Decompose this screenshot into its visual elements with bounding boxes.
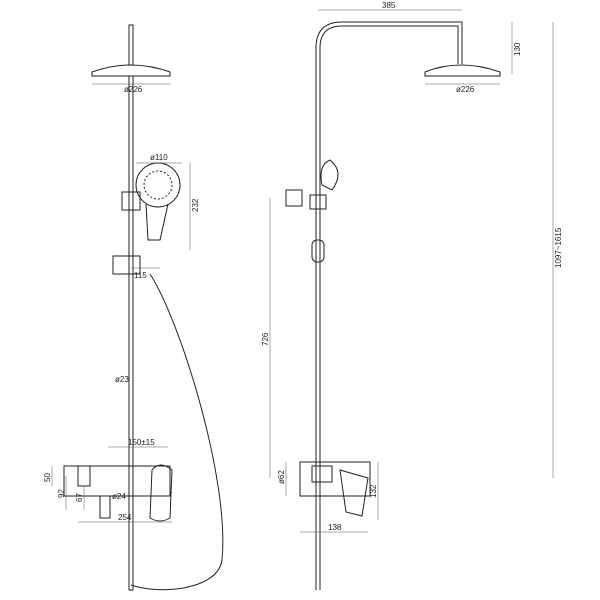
mixer-outlet: [99, 495, 111, 519]
rain-shower-head: [91, 64, 171, 77]
dim-inlet-spacing: 150±15: [128, 438, 155, 447]
side-mixer-outlet: [311, 465, 333, 483]
mixer-body: [63, 465, 171, 497]
dim-hand-shower-diameter: ø110: [150, 153, 168, 162]
mixer-inlet: [77, 465, 91, 487]
shower-hose: [130, 273, 224, 591]
slider-bracket: [121, 191, 141, 211]
dim-holder-offset: 115: [134, 271, 147, 280]
dim-mixer-projection: 138: [328, 523, 342, 532]
dim-side-head-diameter: ø226: [456, 85, 475, 94]
side-slider-bracket: [309, 194, 327, 210]
dim-head-drop: 130: [513, 42, 522, 56]
dim-total-height: 1097~1615: [554, 227, 563, 268]
side-view: 385 130 ø226 1097~1615 726 ø62 132 138: [261, 1, 563, 590]
dim-side-mixer-height: 132: [369, 484, 378, 498]
dim-head-diameter: ø226: [124, 85, 143, 94]
dim-hand-shower-height: 232: [191, 198, 200, 212]
dim-flange-diameter: ø62: [277, 470, 286, 484]
front-view: ø226 ø110 232 115 ø23 150±15 50 92 67 ø2…: [43, 24, 224, 591]
side-hose-holder: [311, 239, 325, 263]
hand-shower-head: [135, 162, 181, 208]
dim-outlet-height: 67: [75, 493, 84, 502]
side-mixer-lever: [339, 469, 369, 517]
side-rain-shower-head: [424, 64, 501, 77]
side-hand-shower: [320, 159, 339, 191]
riser-pipe: [315, 21, 463, 590]
dim-mixer-height: 50: [43, 473, 52, 482]
mixer-lever: [149, 464, 173, 522]
dim-rail-diameter: ø23: [115, 375, 129, 384]
dim-bracket-height: 726: [261, 332, 270, 346]
dim-arm-reach: 385: [382, 1, 396, 10]
hand-shower-handle: [145, 203, 169, 241]
hand-shower-nozzles: [143, 170, 173, 200]
hose-holder: [112, 255, 141, 275]
dim-mixer-width: 254: [118, 513, 132, 522]
dim-mixer-depth: 92: [57, 489, 66, 498]
shower-rail: [128, 75, 134, 591]
side-mixer-body: [299, 461, 371, 497]
side-wall-bracket: [285, 189, 303, 207]
dim-outlet-diameter: ø24: [112, 492, 126, 501]
shower-arm: [128, 24, 134, 66]
